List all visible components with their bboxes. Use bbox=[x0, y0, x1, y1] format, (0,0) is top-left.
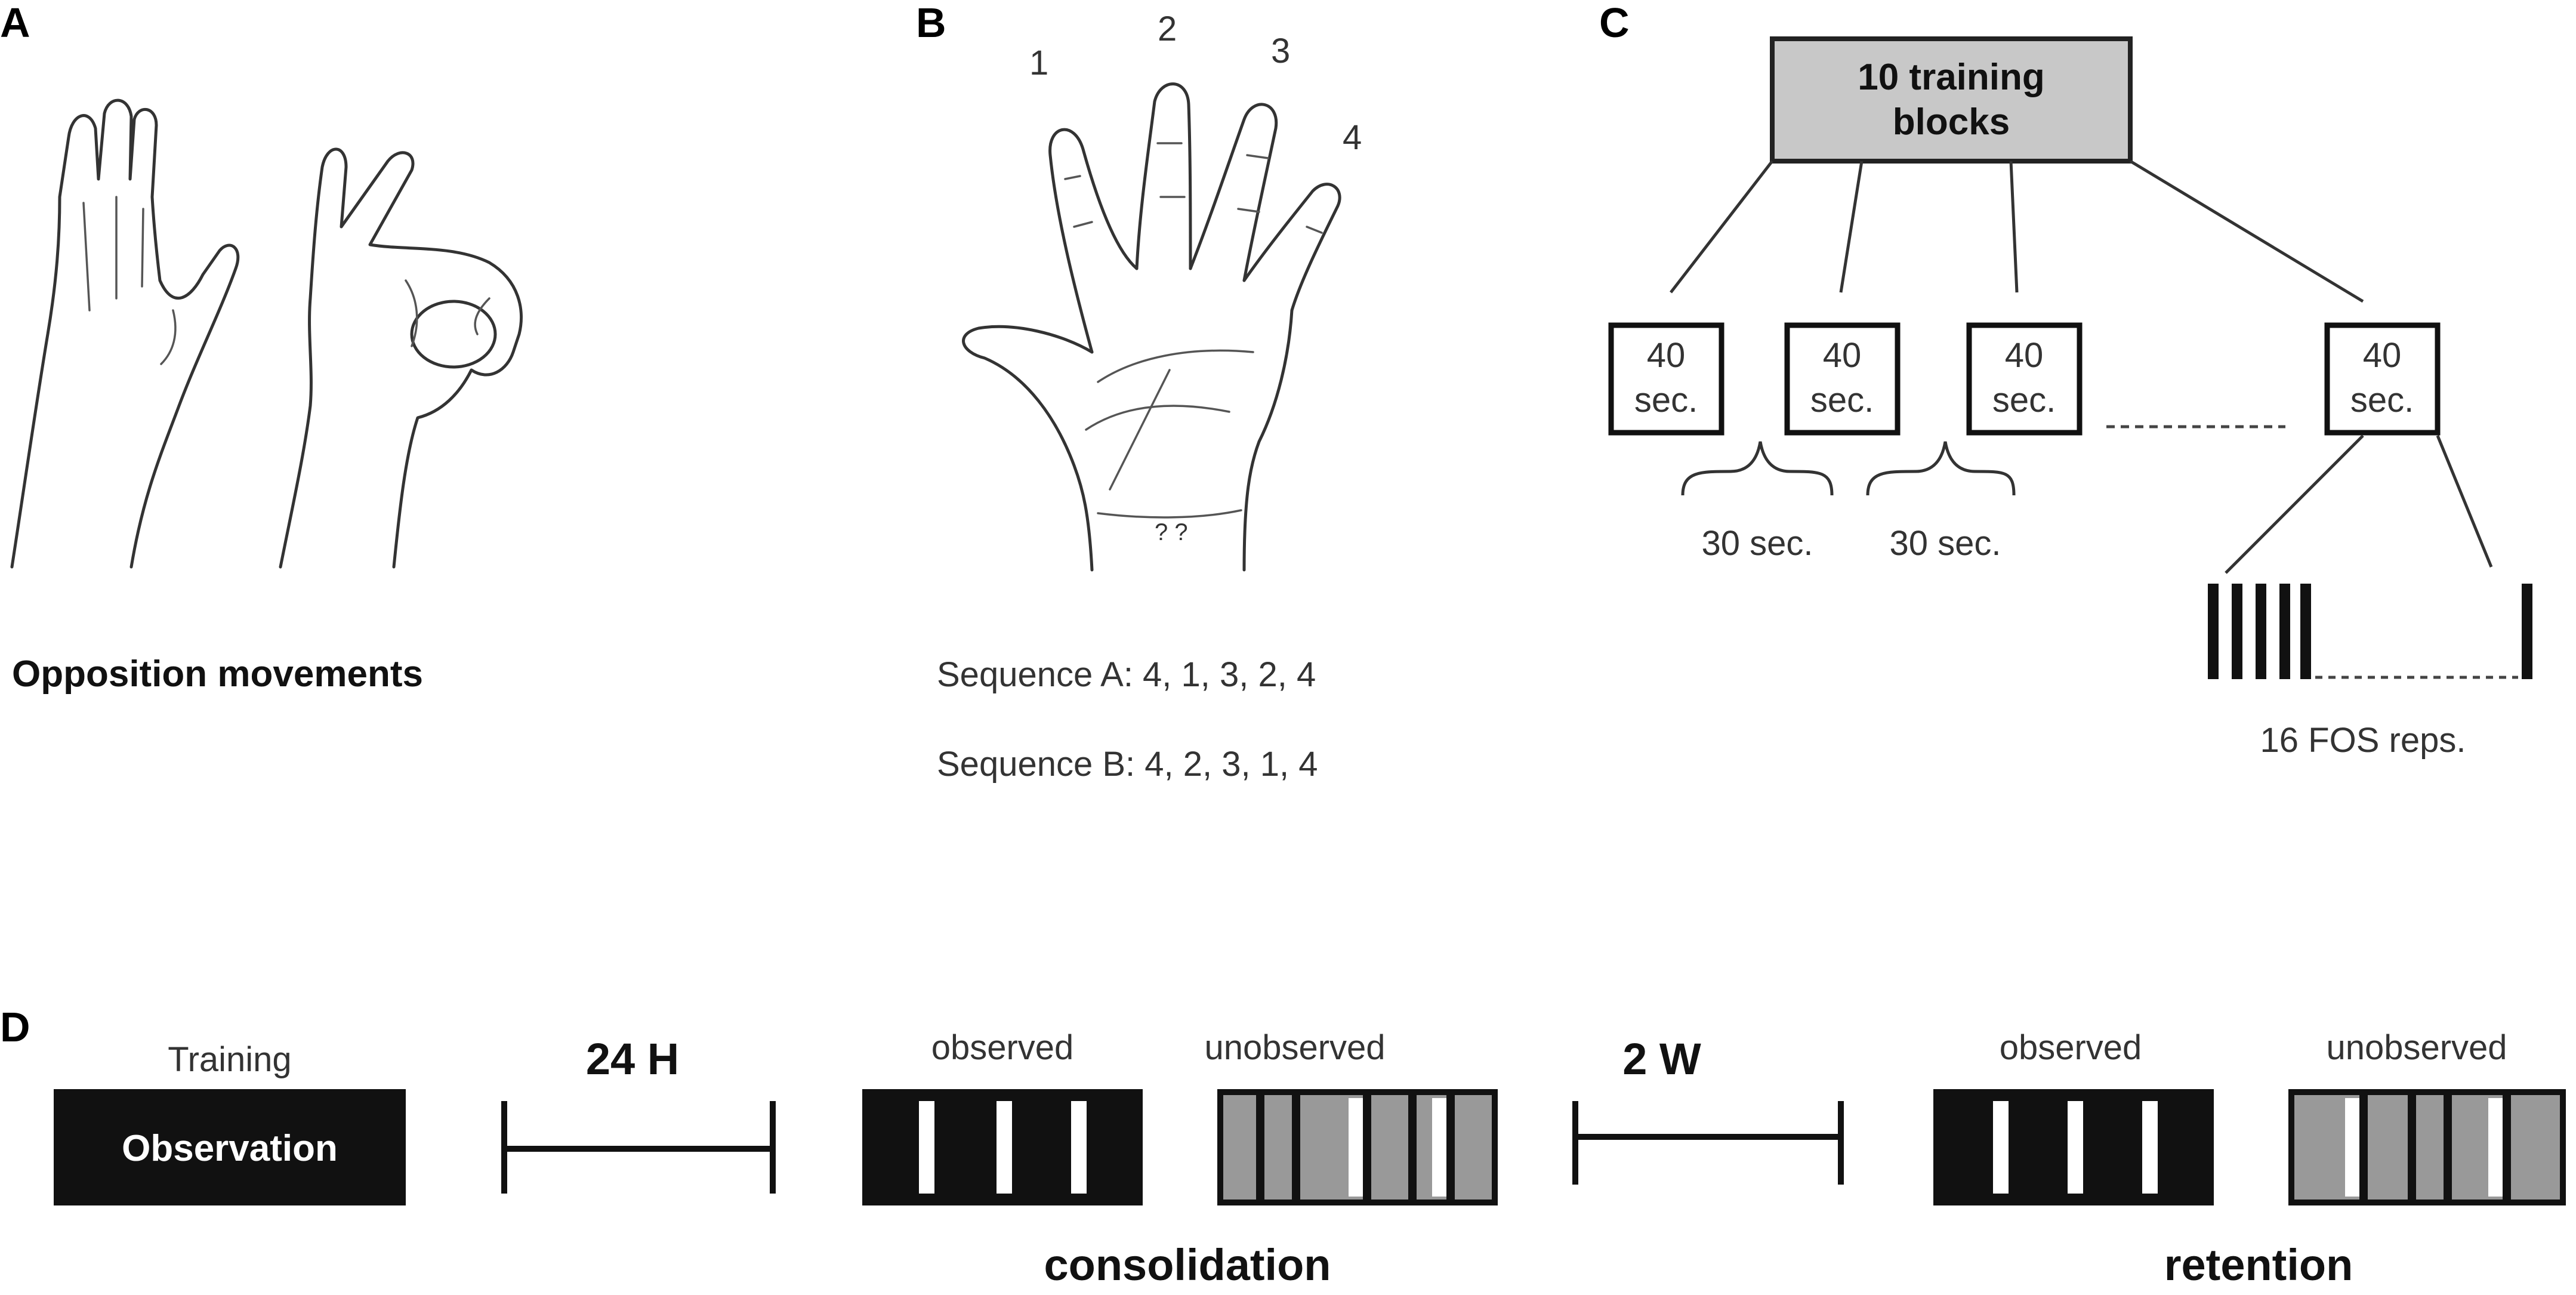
panel-c-letter: C bbox=[1599, 0, 1630, 46]
block-box-1: 40 sec. bbox=[1608, 322, 1724, 436]
svg-text:40: 40 bbox=[1647, 336, 1686, 375]
panel-b-letter: B bbox=[916, 0, 946, 46]
wrist-mark: ? ? bbox=[1155, 519, 1188, 545]
svg-text:sec.: sec. bbox=[1634, 381, 1698, 420]
open-palm-icon: ? ? bbox=[962, 82, 1341, 572]
finger-number-1: 1 bbox=[1029, 44, 1048, 82]
observed-test-box-1 bbox=[862, 1089, 1143, 1205]
panel-a-letter: A bbox=[0, 0, 30, 46]
block-box-3: 40 sec. bbox=[1966, 322, 2083, 436]
fos-rep-bars bbox=[2208, 584, 2532, 679]
root-label-line1: 10 training bbox=[1858, 57, 2045, 98]
interval-2w-label: 2 W bbox=[1622, 1034, 1701, 1084]
rest-brace-2 bbox=[1866, 441, 2016, 496]
unobserved-test-box-2 bbox=[2288, 1089, 2566, 1205]
tree-connectors bbox=[1670, 159, 2364, 303]
rest-brace-1 bbox=[1681, 441, 1834, 496]
reps-expansion-lines bbox=[2225, 434, 2493, 574]
sequence-a-label: Sequence A: 4, 1, 3, 2, 4 bbox=[937, 655, 1316, 694]
panel-a-caption: Opposition movements bbox=[12, 653, 423, 695]
svg-text:40: 40 bbox=[2005, 336, 2044, 375]
panel-d-letter: D bbox=[0, 1004, 30, 1050]
hand-opposition-icon bbox=[10, 98, 523, 569]
rest-label-1: 30 sec. bbox=[1702, 524, 1813, 563]
finger-number-4: 4 bbox=[1343, 118, 1362, 157]
observed-label-1: observed bbox=[931, 1028, 1074, 1067]
block-box-4: 40 sec. bbox=[2324, 322, 2441, 436]
interval-24h-bar bbox=[501, 1101, 776, 1194]
rest-label-2: 30 sec. bbox=[1890, 524, 2001, 563]
unobserved-test-box-1 bbox=[1217, 1089, 1498, 1205]
training-label: Training bbox=[168, 1040, 291, 1079]
svg-text:40: 40 bbox=[2363, 336, 2402, 375]
interval-2w-bar bbox=[1572, 1101, 1844, 1185]
svg-text:sec.: sec. bbox=[1810, 381, 1874, 420]
unobserved-label-2: unobserved bbox=[2326, 1028, 2507, 1067]
observation-label: Observation bbox=[122, 1128, 338, 1169]
retention-label: retention bbox=[2164, 1240, 2353, 1290]
observed-label-2: observed bbox=[2000, 1028, 2142, 1067]
sequence-b-label: Sequence B: 4, 2, 3, 1, 4 bbox=[937, 745, 1318, 784]
finger-number-3: 3 bbox=[1271, 32, 1290, 70]
block-box-2: 40 sec. bbox=[1784, 322, 1901, 436]
unobserved-label-1: unobserved bbox=[1204, 1028, 1385, 1067]
finger-number-2: 2 bbox=[1158, 10, 1177, 48]
svg-text:sec.: sec. bbox=[1992, 381, 2056, 420]
root-label-line2: blocks bbox=[1893, 101, 2010, 143]
svg-text:sec.: sec. bbox=[2350, 381, 2414, 420]
consolidation-label: consolidation bbox=[1044, 1240, 1331, 1290]
reps-label: 16 FOS reps. bbox=[2260, 721, 2466, 760]
svg-text:40: 40 bbox=[1823, 336, 1862, 375]
training-blocks-root-box bbox=[1770, 36, 2133, 164]
interval-24h-label: 24 H bbox=[586, 1034, 679, 1084]
observation-box bbox=[54, 1089, 406, 1205]
observed-test-box-2 bbox=[1933, 1089, 2214, 1205]
